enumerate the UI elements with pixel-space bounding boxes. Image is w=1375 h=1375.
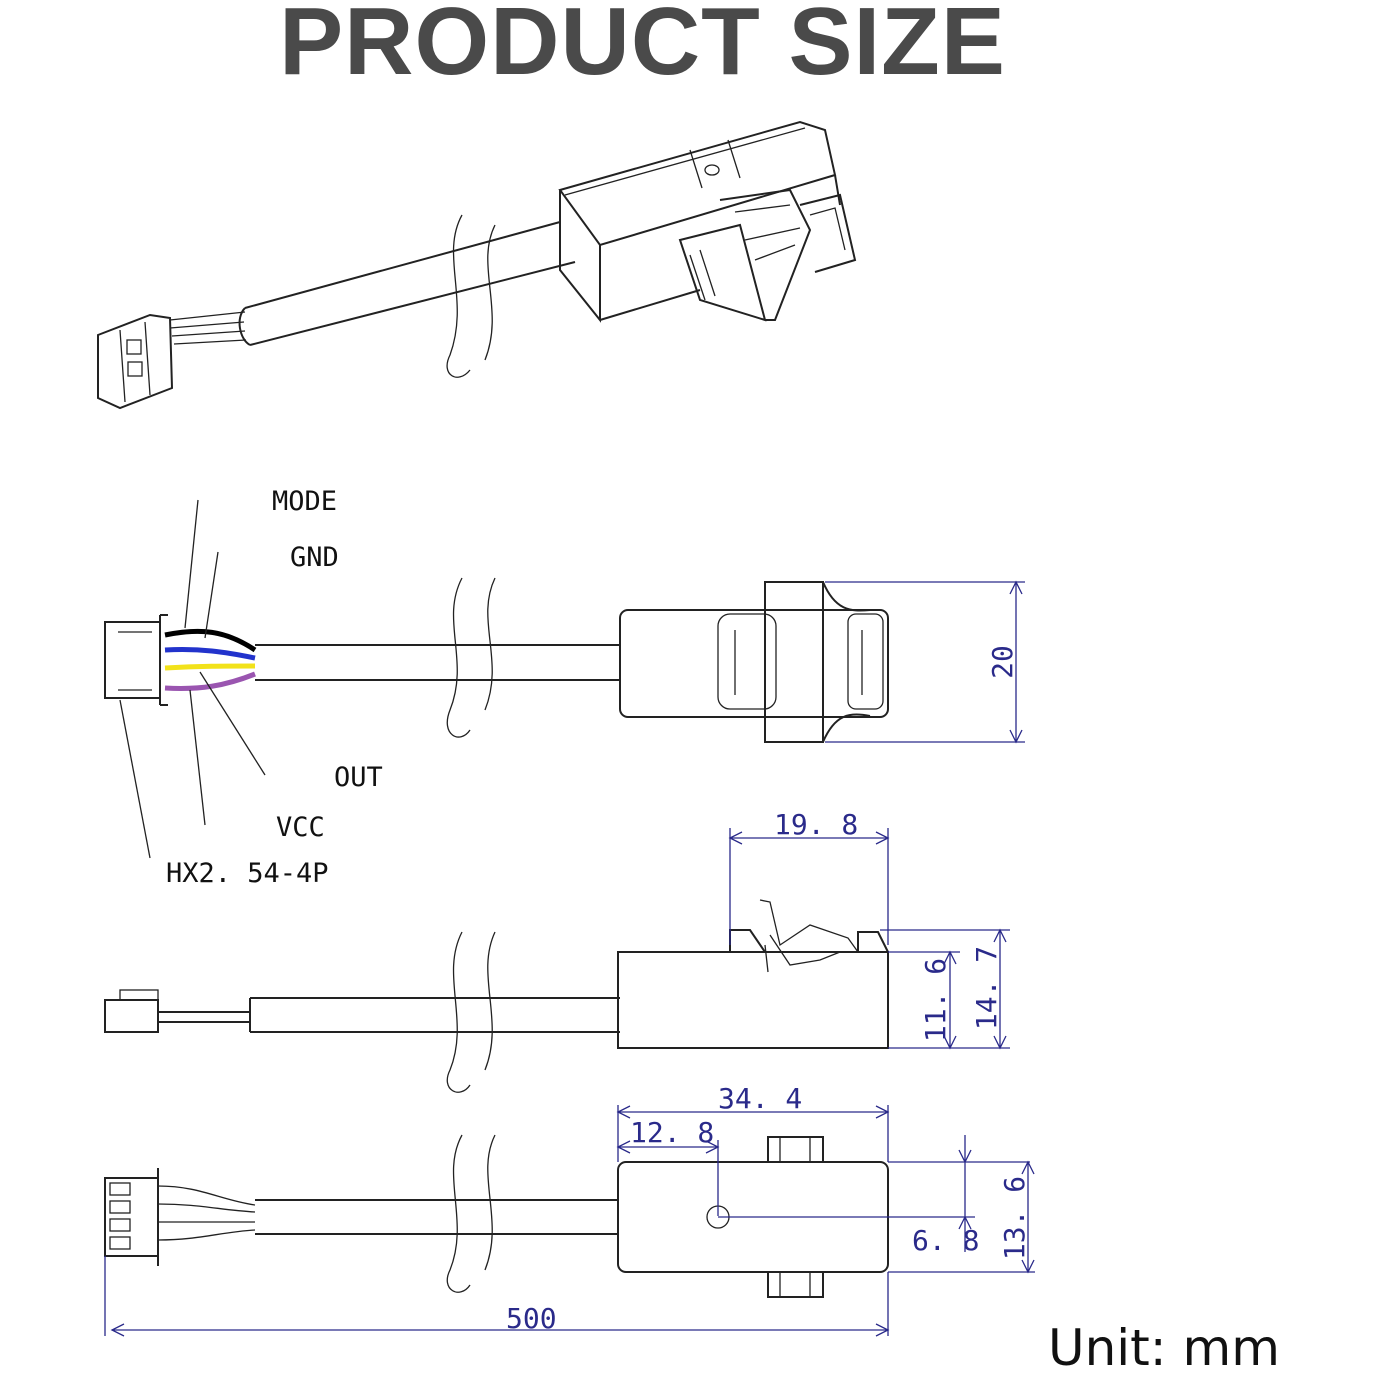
dim-body-length: 34. 4 [718, 1082, 802, 1115]
dim-height-20: 20 [986, 645, 1019, 679]
wire-gnd [164, 646, 256, 661]
wire-out [164, 663, 256, 671]
dim-clip-width: 19. 8 [774, 808, 858, 841]
dim-total-height: 14. 7 [970, 946, 1003, 1030]
unit-label: Unit: mm [1048, 1319, 1280, 1375]
wire-vcc [164, 671, 256, 691]
wiring-view: 20 MODE GND OUT VCC HX2. 54-4P [104, 486, 1025, 889]
label-vcc: VCC [276, 812, 325, 843]
label-gnd: GND [290, 542, 339, 573]
dim-hole-vertical: 6. 8 [912, 1224, 979, 1257]
label-connector: HX2. 54-4P [166, 858, 329, 889]
dim-body-width: 13. 6 [998, 1176, 1031, 1260]
page-title: PRODUCT SIZE [279, 0, 1006, 95]
isometric-view [97, 120, 857, 410]
wire-mode [164, 628, 257, 653]
label-out: OUT [334, 762, 383, 793]
dim-hole-offset: 12. 8 [630, 1116, 714, 1149]
label-mode: MODE [272, 486, 337, 517]
side-view: 19. 8 11. 6 14. 7 [104, 808, 1010, 1093]
top-view: 34. 4 12. 8 6. 8 13. 6 500 [104, 1082, 1035, 1337]
dim-body-height: 11. 6 [919, 958, 952, 1042]
dim-cable-length: 500 [506, 1302, 557, 1335]
